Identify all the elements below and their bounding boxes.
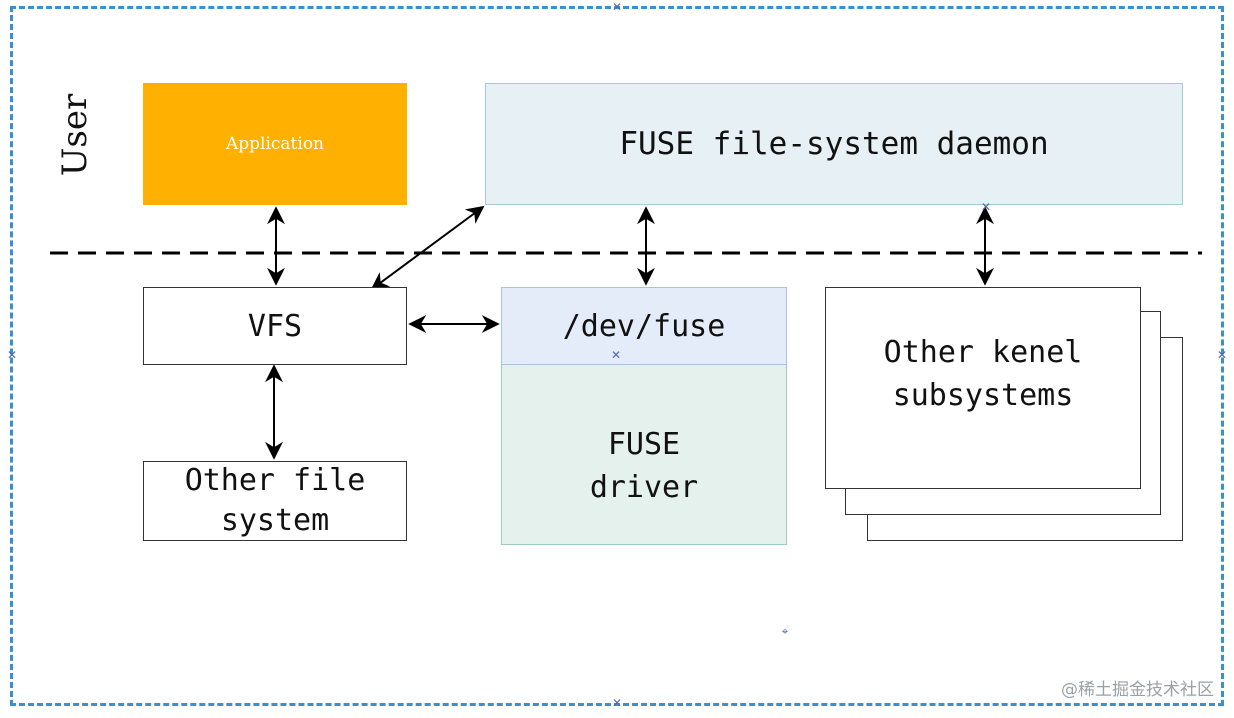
- dev-fuse-box: /dev/fuse: [501, 287, 787, 365]
- watermark: @稀土掘金技术社区: [1061, 680, 1214, 700]
- x-marker-icon: ✕: [610, 348, 622, 362]
- vfs-box: VFS: [143, 287, 407, 365]
- x-marker-icon: ✕: [6, 348, 18, 362]
- x-marker-icon: ✕: [1216, 348, 1228, 362]
- arrow-daemon-vfs: [370, 205, 485, 291]
- crosshair-icon: ⌖: [781, 624, 789, 638]
- dev-fuse-label: /dev/fuse: [562, 308, 726, 344]
- fuse-driver-label-line1: FUSE: [607, 427, 681, 462]
- fuse-daemon-label: FUSE file-system daemon: [619, 126, 1049, 162]
- x-marker-icon: ✕: [980, 200, 992, 214]
- outer-dashed-frame: [10, 6, 1224, 706]
- application-label: Application: [225, 134, 325, 154]
- x-marker-icon: ✕: [611, 0, 623, 14]
- x-marker-icon: ✕: [611, 696, 623, 710]
- fuse-driver-label-block: FUSE driver: [501, 420, 787, 512]
- other-kernel-label-line1: Other kenel: [883, 335, 1083, 370]
- other-kernel-subsystems-box: Other kenel subsystems: [825, 287, 1141, 489]
- other-file-system-box: Other file system: [143, 461, 407, 541]
- other-kernel-label-line2: subsystems: [892, 378, 1074, 413]
- vfs-label: VFS: [247, 308, 303, 344]
- application-box: Application: [143, 83, 407, 205]
- other-fs-label-line2: system: [220, 503, 330, 538]
- fuse-daemon-box: FUSE file-system daemon: [485, 83, 1183, 205]
- fuse-driver-label-line2: driver: [589, 470, 699, 505]
- other-fs-label-line1: Other file: [184, 463, 366, 498]
